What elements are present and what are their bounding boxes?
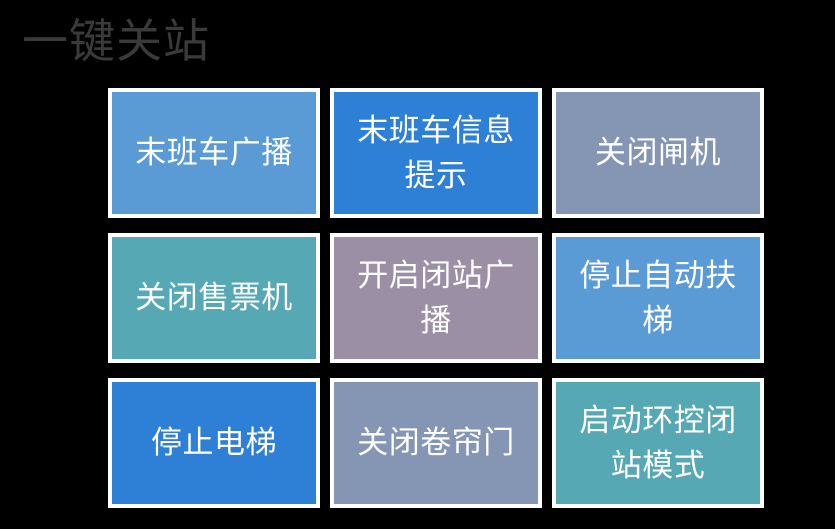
command-tile[interactable]: 关闭卷帘门	[330, 378, 542, 508]
command-tile[interactable]: 启动环控闭站模式	[552, 378, 764, 508]
command-tile[interactable]: 关闭闸机	[552, 88, 764, 218]
command-tile-label: 关闭售票机	[135, 280, 293, 315]
command-tile[interactable]: 停止电梯	[108, 378, 320, 508]
command-tile-label: 启动环控闭站模式	[579, 403, 737, 483]
command-tile[interactable]: 停止自动扶梯	[552, 233, 764, 363]
command-tile-label: 开启闭站广播	[357, 258, 515, 338]
command-tile[interactable]: 末班车信息提示	[330, 88, 542, 218]
command-tile-label: 末班车信息提示	[357, 113, 515, 193]
command-tile[interactable]: 开启闭站广播	[330, 233, 542, 363]
command-tile-label: 关闭闸机	[595, 135, 721, 170]
command-tile-label: 停止自动扶梯	[579, 258, 737, 338]
command-tile-label: 停止电梯	[151, 425, 277, 460]
command-tile-grid: 末班车广播 末班车信息提示 关闭闸机关闭售票机 开启闭站广播停止自动扶梯停止电梯 关闭卷…	[108, 88, 788, 518]
command-tile[interactable]: 关闭售票机	[108, 233, 320, 363]
command-tile-label: 关闭卷帘门	[357, 425, 515, 460]
page-title: 一键关站	[22, 15, 210, 67]
command-tile[interactable]: 末班车广播	[108, 88, 320, 218]
command-tile-label: 末班车广播	[135, 135, 293, 170]
